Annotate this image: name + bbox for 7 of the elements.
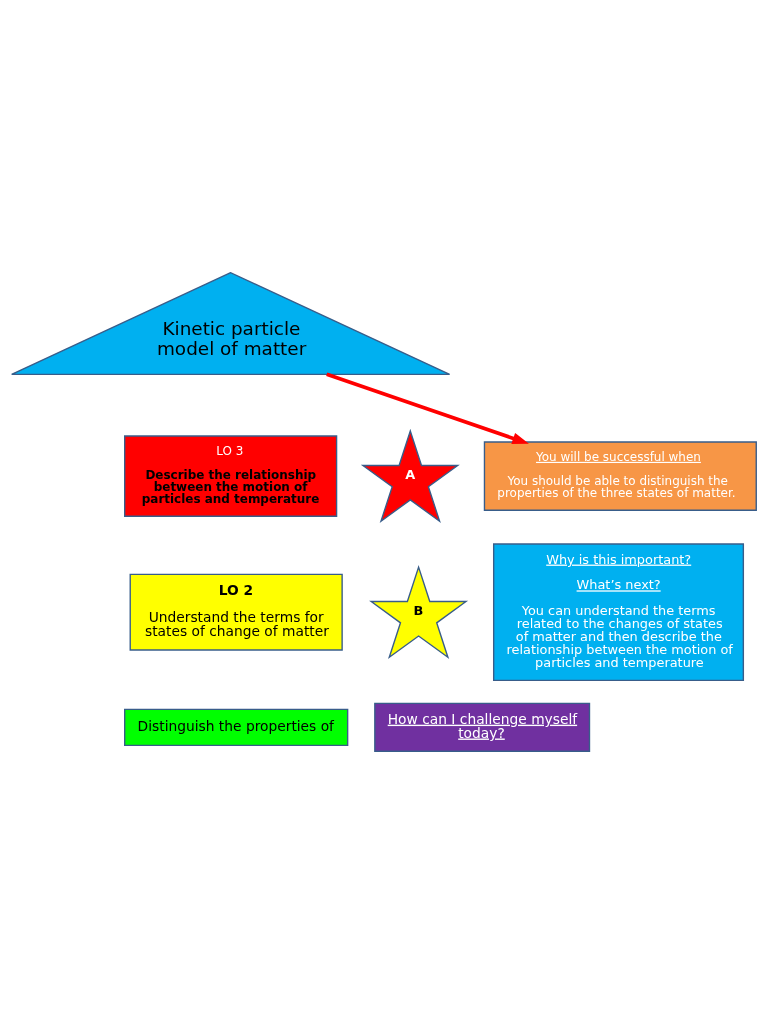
arrow [326,372,529,444]
node-box: LO 3 Describe the relationship between the motion of particles and temperature [124,435,338,517]
node-box: Why is this important? What’s next? You can understand the terms related to the changes of states of matter and then describe the relationship between the motion of particles and temperature [493,543,745,682]
node-box: You will be successful when You should be able to distinguish the properties of the three states of matter. [483,441,757,511]
node-box: Distinguish the properties of [124,708,349,747]
node-box: LO 2 Understand the terms for states of change of matter [129,573,343,651]
node-box: How can I challenge myself today? [374,702,591,752]
